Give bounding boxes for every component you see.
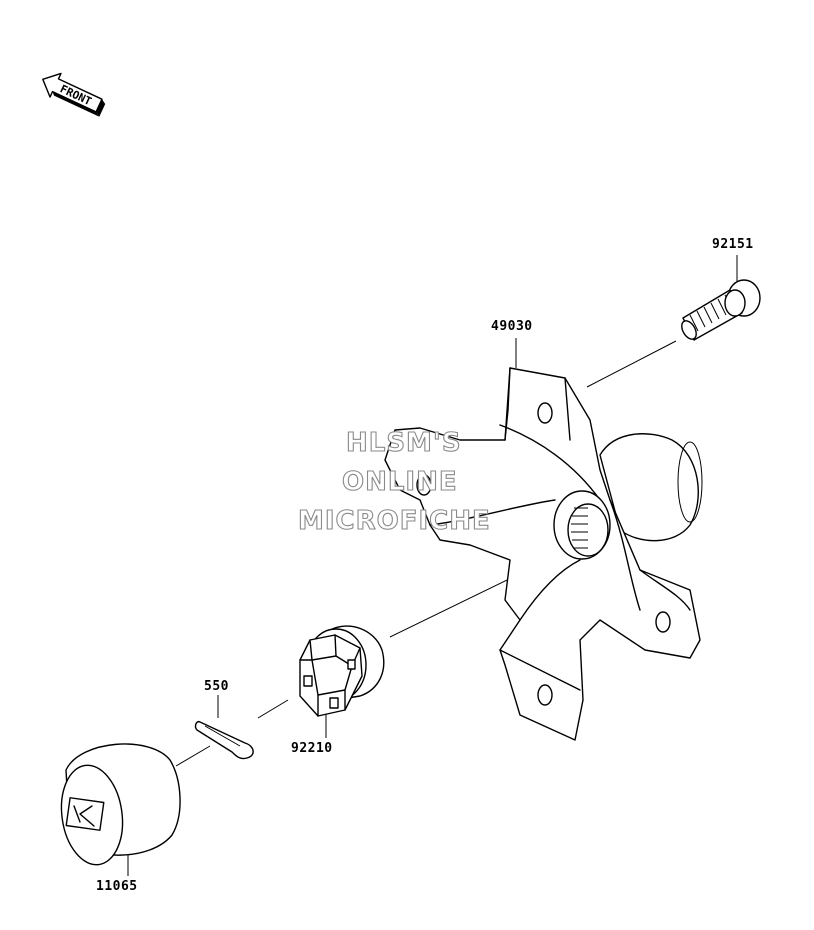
hub-cap bbox=[60, 743, 181, 866]
part-number-bolt: 92151 bbox=[712, 237, 754, 252]
leader-lines bbox=[127, 255, 738, 876]
hub-bolt bbox=[681, 279, 761, 341]
part-number-hub: 49030 bbox=[491, 319, 533, 334]
cotter-pin bbox=[194, 720, 254, 760]
watermark-line-3: MICROFICHE bbox=[298, 506, 491, 536]
part-number-castle-nut: 92210 bbox=[291, 741, 333, 756]
watermark-line-2: ONLINE bbox=[342, 467, 458, 497]
front-arrow-icon bbox=[42, 72, 106, 117]
wheel-hub bbox=[384, 367, 703, 741]
castle-nut bbox=[299, 625, 385, 717]
part-number-hub-cap: 11065 bbox=[96, 879, 138, 894]
part-number-cotter-pin: 550 bbox=[204, 679, 229, 694]
kawasaki-logo-icon bbox=[65, 797, 105, 831]
front-indicator: FRONT bbox=[42, 72, 106, 117]
watermark: HLSM'S ONLINE MICROFICHE bbox=[297, 427, 491, 536]
watermark-line-1: HLSM'S bbox=[346, 428, 462, 458]
